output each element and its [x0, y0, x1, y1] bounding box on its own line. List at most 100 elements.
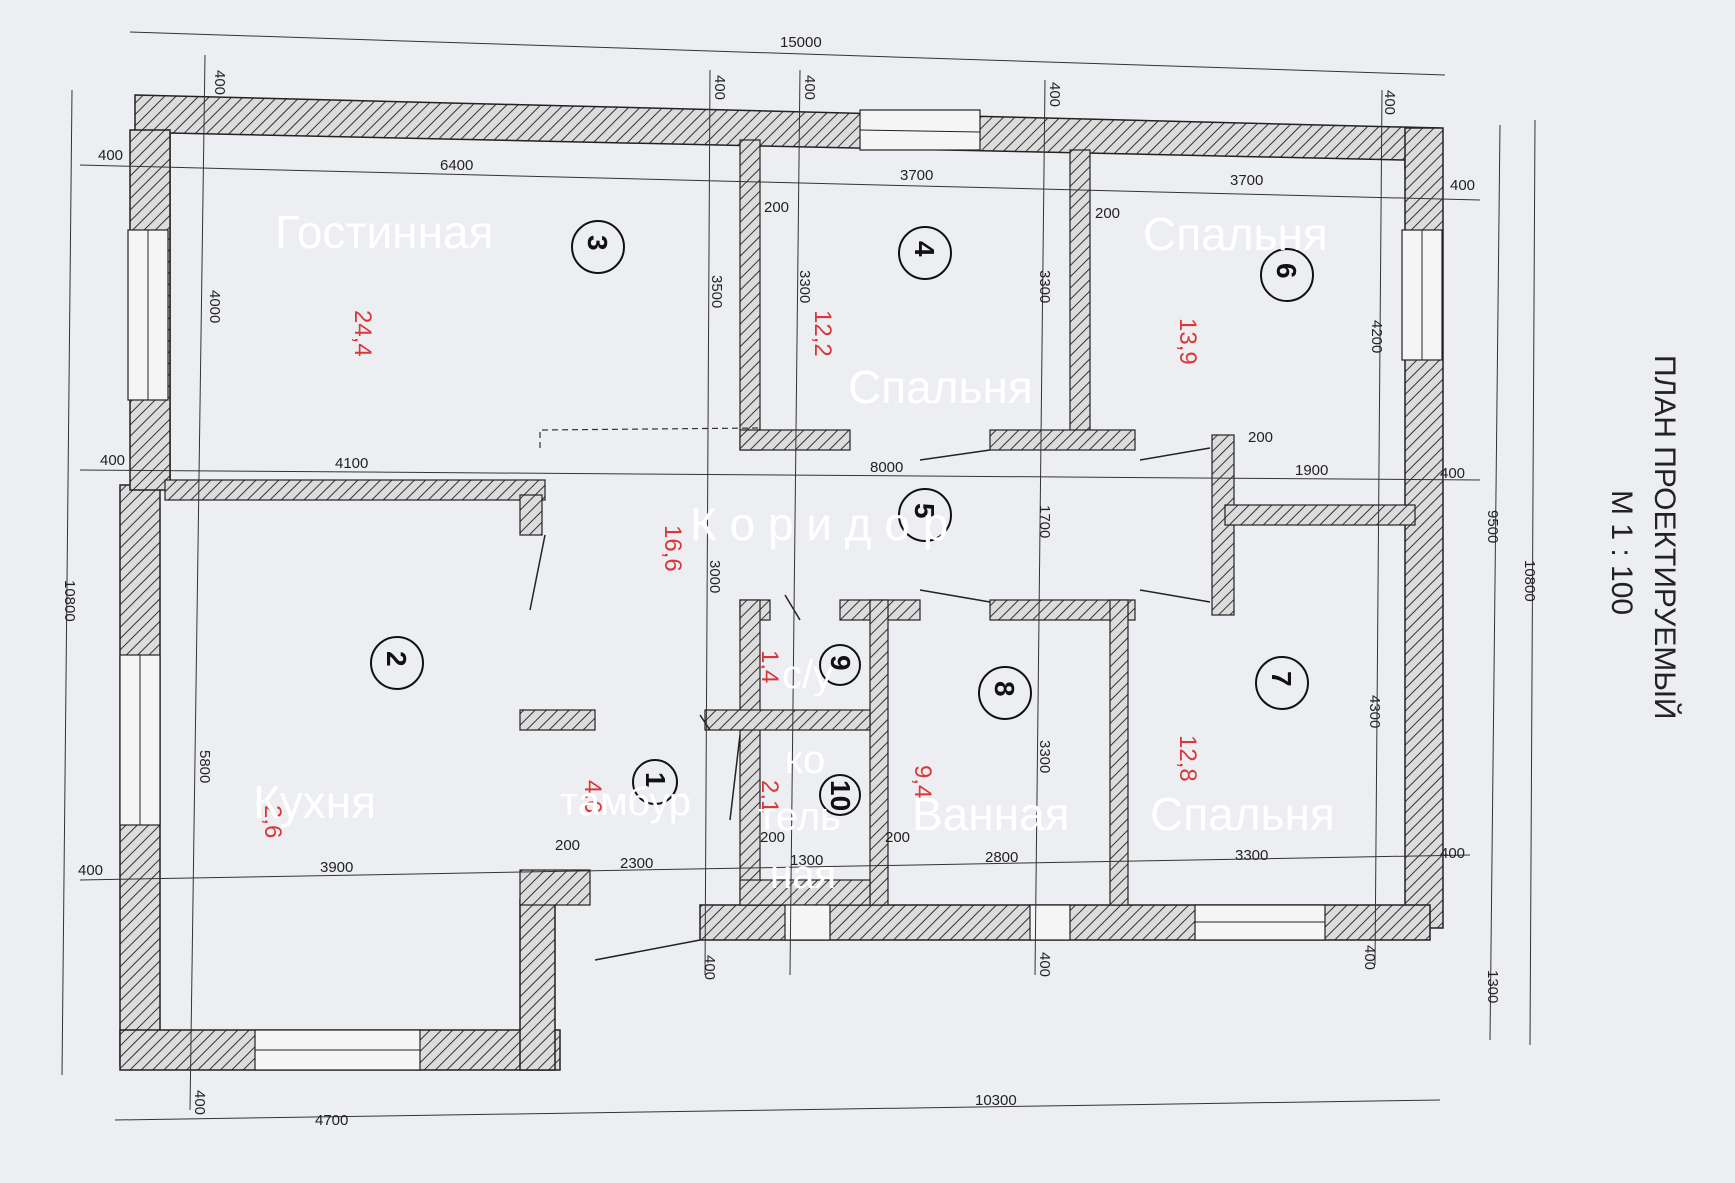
dim-wall-200-a: 200 — [555, 837, 580, 854]
room-name-bedroom-4: Спальня — [848, 361, 1033, 413]
room-circle-9 — [819, 644, 861, 686]
room-circle-1 — [632, 759, 678, 805]
dim-overall-width: 15000 — [780, 34, 822, 51]
plan-title-line1: ПЛАН ПРОЕКТИРУЕМЫЙ — [1648, 355, 1682, 719]
room-name-corridor: К о р и д о р — [690, 498, 948, 550]
dim-wall-200-c: 200 — [1095, 205, 1120, 222]
room-name-boiler-line1: ко — [785, 738, 825, 782]
room-name-vestibule: тамбур — [560, 780, 691, 824]
room-number-markers: 3 4 6 5 2 1 9 10 8 7 — [370, 220, 1314, 816]
room-circle-7 — [1255, 656, 1309, 710]
room-area-1: 4,6 — [579, 780, 606, 813]
dim-mid-3: 1900 — [1295, 462, 1328, 479]
dim-row3-5: 3300 — [1235, 847, 1268, 864]
room-area-6: 13,9 — [1174, 318, 1201, 365]
dim-bottom-2: 10300 — [975, 1092, 1017, 1109]
room-area-2: 2,6 — [259, 805, 286, 838]
dim-top-4: 400 — [1381, 90, 1398, 115]
room-name-living: Гостинная — [275, 206, 493, 258]
room-circle-3 — [571, 220, 625, 274]
dim-mid-4: 400 — [1440, 465, 1465, 482]
room-number-9: 9 — [825, 655, 856, 671]
room-number-10: 10 — [825, 780, 856, 811]
dim-r2-4: 4300 — [1366, 695, 1383, 728]
dim-row3-1: 3900 — [320, 859, 353, 876]
room-area-10: 2,1 — [756, 780, 783, 813]
room-number-7: 7 — [1266, 671, 1297, 687]
dim-bottom-3: 400 — [701, 955, 718, 980]
room-area-8: 9,4 — [909, 765, 936, 798]
dim-wall-200-d: 200 — [1248, 429, 1273, 446]
dimension-labels: 15000 400 6400 3700 3700 400 400 4100 80… — [78, 34, 1475, 1129]
room-circle-8 — [978, 666, 1032, 720]
dim-wall-200-f: 200 — [885, 829, 910, 846]
dim-top-2: 400 — [801, 75, 818, 100]
room-number-4: 4 — [909, 241, 940, 257]
dim-row3-2: 2300 — [620, 855, 653, 872]
room-name-bedroom-7: Спальня — [1150, 788, 1335, 840]
room-areas: 24,4 12,2 13,9 16,6 2,6 4,6 1,4 2,1 9,4 … — [259, 310, 1201, 838]
room-name-kitchen: Кухня — [253, 776, 376, 828]
dim-r2-1: 3000 — [706, 560, 723, 593]
dim-row3-3: 1300 — [790, 852, 823, 869]
dim-bottom-5: 400 — [1361, 945, 1378, 970]
dim-row3-6: 400 — [1440, 845, 1465, 862]
room-circle-6 — [1260, 248, 1314, 302]
inner-walls — [164, 139, 1416, 906]
door-swings — [529, 447, 1211, 961]
dim-row3-0: 400 — [78, 862, 103, 879]
dim-height-2: 3300 — [796, 270, 813, 303]
room-name-bathroom: Ванная — [912, 788, 1070, 840]
room-name-bedroom-6: Спальня — [1143, 208, 1328, 260]
dim-row1-3: 3700 — [1230, 172, 1263, 189]
room-circle-2 — [370, 636, 424, 690]
room-circle-10 — [819, 774, 861, 816]
dim-row3-4: 2800 — [985, 849, 1018, 866]
dim-mid-0: 400 — [100, 452, 125, 469]
dimension-lines — [61, 31, 1536, 1121]
room-area-3: 24,4 — [349, 310, 376, 357]
room-circle-5 — [898, 488, 952, 542]
dim-row1-1: 6400 — [440, 157, 473, 174]
room-area-7: 12,8 — [1174, 735, 1201, 782]
dim-mid-1: 4100 — [335, 455, 368, 472]
dim-side-right-0: 9500 — [1484, 510, 1501, 543]
dim-row1-4: 400 — [1450, 177, 1475, 194]
dim-r2-3: 3300 — [1036, 740, 1053, 773]
room-number-5: 5 — [909, 503, 940, 519]
room-name-boiler-line3: ная — [770, 853, 836, 897]
dim-mid-2: 8000 — [870, 459, 903, 476]
dim-bottom-0: 400 — [191, 1090, 208, 1115]
dim-top-0: 400 — [211, 70, 228, 95]
dim-r2-2: 1700 — [1036, 505, 1053, 538]
room-circle-4 — [898, 226, 952, 280]
dim-bottom-4: 400 — [1036, 952, 1053, 977]
room-number-1: 1 — [640, 772, 671, 788]
dim-r2-0: 5800 — [196, 750, 213, 783]
room-number-6: 6 — [1271, 263, 1302, 279]
room-name-boiler-line2: тель — [758, 795, 841, 839]
room-area-9: 1,4 — [756, 650, 783, 683]
dim-height-3: 3300 — [1036, 270, 1053, 303]
dim-top-1: 400 — [711, 75, 728, 100]
plan-title: ПЛАН ПРОЕКТИРУЕМЫЙ М 1 : 100 — [1605, 355, 1682, 719]
dim-top-3: 400 — [1046, 82, 1063, 107]
dim-side-right-2: 1300 — [1484, 970, 1501, 1003]
dim-height-0: 4000 — [206, 290, 223, 323]
room-number-8: 8 — [989, 681, 1020, 697]
dim-wall-200-b: 200 — [764, 199, 789, 216]
room-number-2: 2 — [381, 651, 412, 667]
dim-height-1: 3500 — [708, 275, 725, 308]
dim-side-right-1: 10800 — [1521, 560, 1538, 602]
dim-height-4: 4200 — [1368, 320, 1385, 353]
room-name-wc: с/у — [782, 653, 833, 697]
dim-row1-2: 3700 — [900, 167, 933, 184]
room-area-5: 16,6 — [659, 525, 686, 572]
vertical-dimension-labels: 400 400 400 400 400 4000 3500 3300 3300 … — [61, 70, 1538, 1115]
dim-side-left: 10800 — [61, 580, 78, 622]
plan-title-scale: М 1 : 100 — [1605, 490, 1638, 615]
dim-wall-200-e: 200 — [760, 829, 785, 846]
dim-bottom-1: 4700 — [315, 1112, 348, 1129]
